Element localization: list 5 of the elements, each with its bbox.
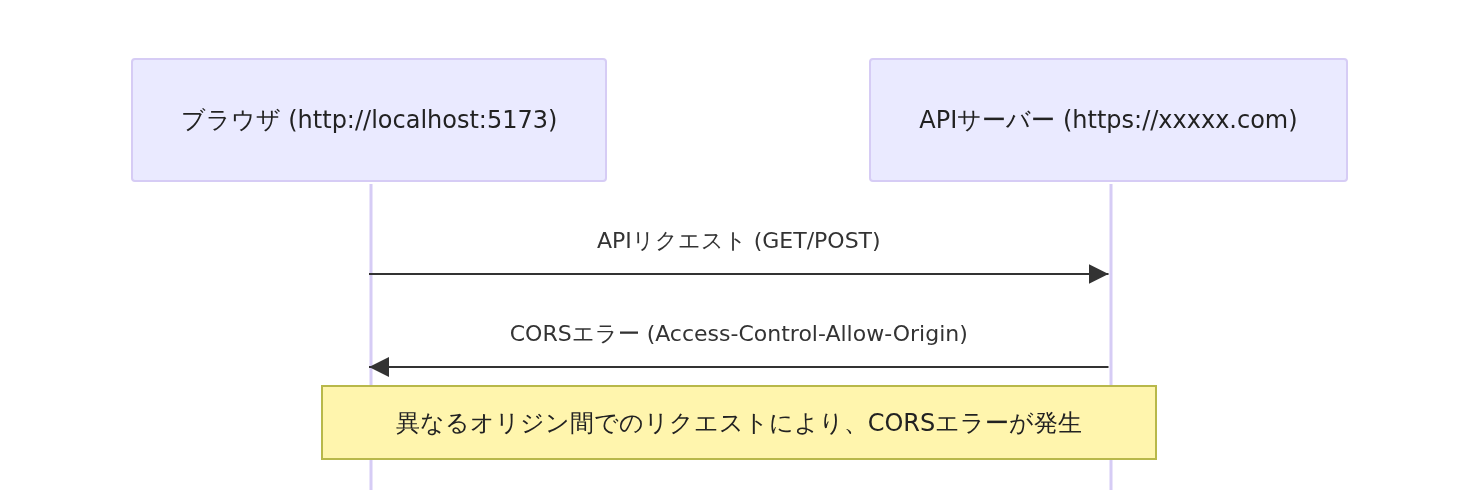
message-arrow — [368, 264, 1110, 284]
note-box: 異なるオリジン間でのリクエストにより、CORSエラーが発生 — [321, 385, 1157, 460]
message-label: APIリクエスト (GET/POST) — [596, 227, 881, 255]
message-label: CORSエラー (Access-Control-Allow-Origin) — [509, 320, 968, 348]
message-arrow — [368, 357, 1110, 377]
